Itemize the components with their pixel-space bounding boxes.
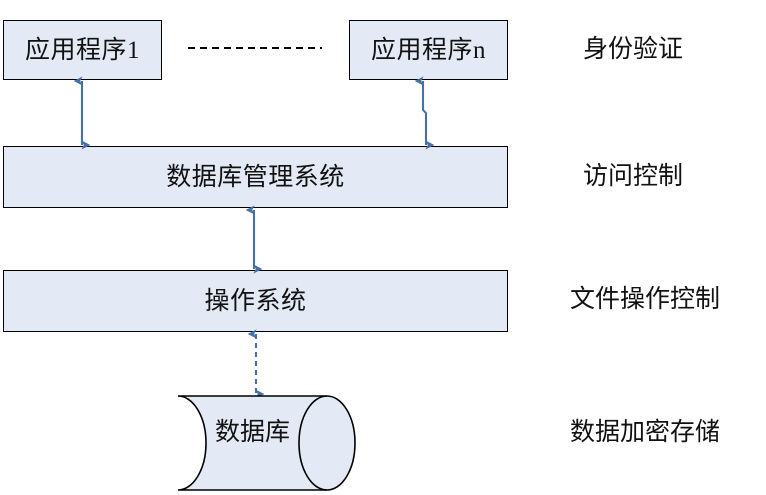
node-app1[interactable]: 应用程序1: [3, 20, 162, 80]
side-label-encrypt: 数据加密存储: [570, 419, 721, 446]
node-dbms-label: 数据库管理系统: [166, 163, 345, 191]
node-dbms[interactable]: 数据库管理系统: [3, 146, 508, 208]
node-app1-label: 应用程序1: [24, 36, 140, 64]
node-database-label: 数据库: [214, 419, 290, 446]
node-os[interactable]: 操作系统: [3, 270, 508, 332]
node-os-label: 操作系统: [204, 287, 307, 315]
side-label-auth: 身份验证: [583, 36, 684, 63]
side-label-access: 访问控制: [583, 163, 684, 190]
node-appn[interactable]: 应用程序n: [349, 20, 508, 80]
node-appn-label: 应用程序n: [370, 36, 486, 64]
side-label-fileop: 文件操作控制: [570, 286, 721, 313]
connector-appn-dbms: [414, 76, 435, 150]
